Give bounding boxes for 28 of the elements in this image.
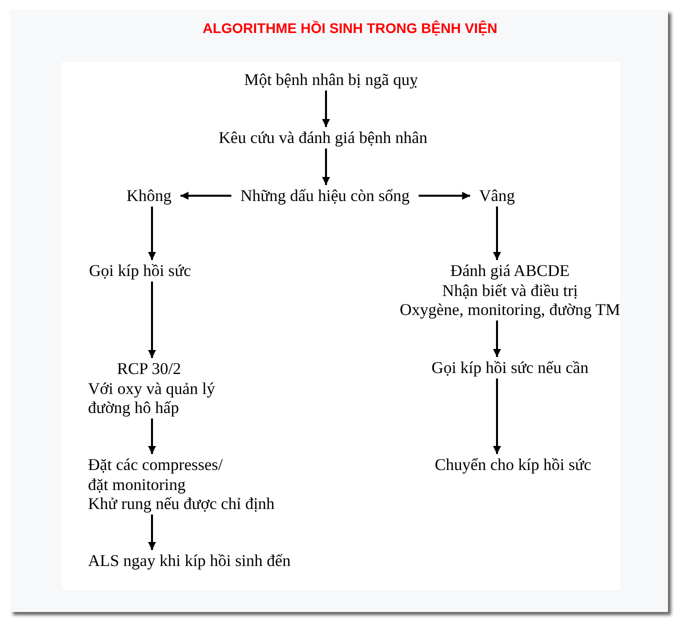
- step-text: Nhận biết và điều trị: [442, 280, 578, 300]
- step-text: Đặt các compresses/ đặt monitoring: [88, 455, 224, 494]
- diagram-title: ALGORITHME HỒI SINH TRONG BỆNH VIỆN: [202, 19, 498, 37]
- arrow: [322, 90, 330, 127]
- step-text: Một bệnh nhân bị ngã quỵ: [244, 70, 418, 90]
- step-text: Gọi kíp hồi sức nếu cần: [432, 358, 588, 378]
- decision-text: Những dấu hiệu còn sống: [240, 186, 410, 206]
- step-text: Khử rung nếu được chỉ định: [88, 494, 275, 514]
- arrow: [418, 192, 470, 200]
- step-text: Với oxy và quản lý đường hô hấp: [88, 378, 216, 418]
- step-text: Oxygène, monitoring, đường TM: [400, 300, 620, 320]
- arrow: [322, 148, 330, 185]
- arrow: [180, 192, 232, 200]
- branch-label: Không: [126, 186, 172, 206]
- arrow: [493, 320, 501, 357]
- arrow: [148, 282, 156, 358]
- step-heading: RCP 30/2: [117, 359, 182, 378]
- step-text: Gọi kíp hồi sức: [89, 261, 191, 280]
- step-text: Chuyển cho kíp hồi sức: [434, 455, 592, 474]
- branch-label: Vâng: [479, 186, 515, 206]
- arrow: [493, 206, 501, 260]
- step-text: Đánh giá ABCDE: [450, 261, 570, 280]
- arrow: [493, 378, 501, 454]
- arrow: [148, 206, 156, 260]
- arrow: [148, 514, 156, 550]
- step-text: ALS ngay khi kíp hồi sinh đến: [88, 551, 291, 570]
- arrow: [148, 418, 156, 454]
- step-text: Kêu cứu và đánh giá bệnh nhân: [218, 128, 428, 148]
